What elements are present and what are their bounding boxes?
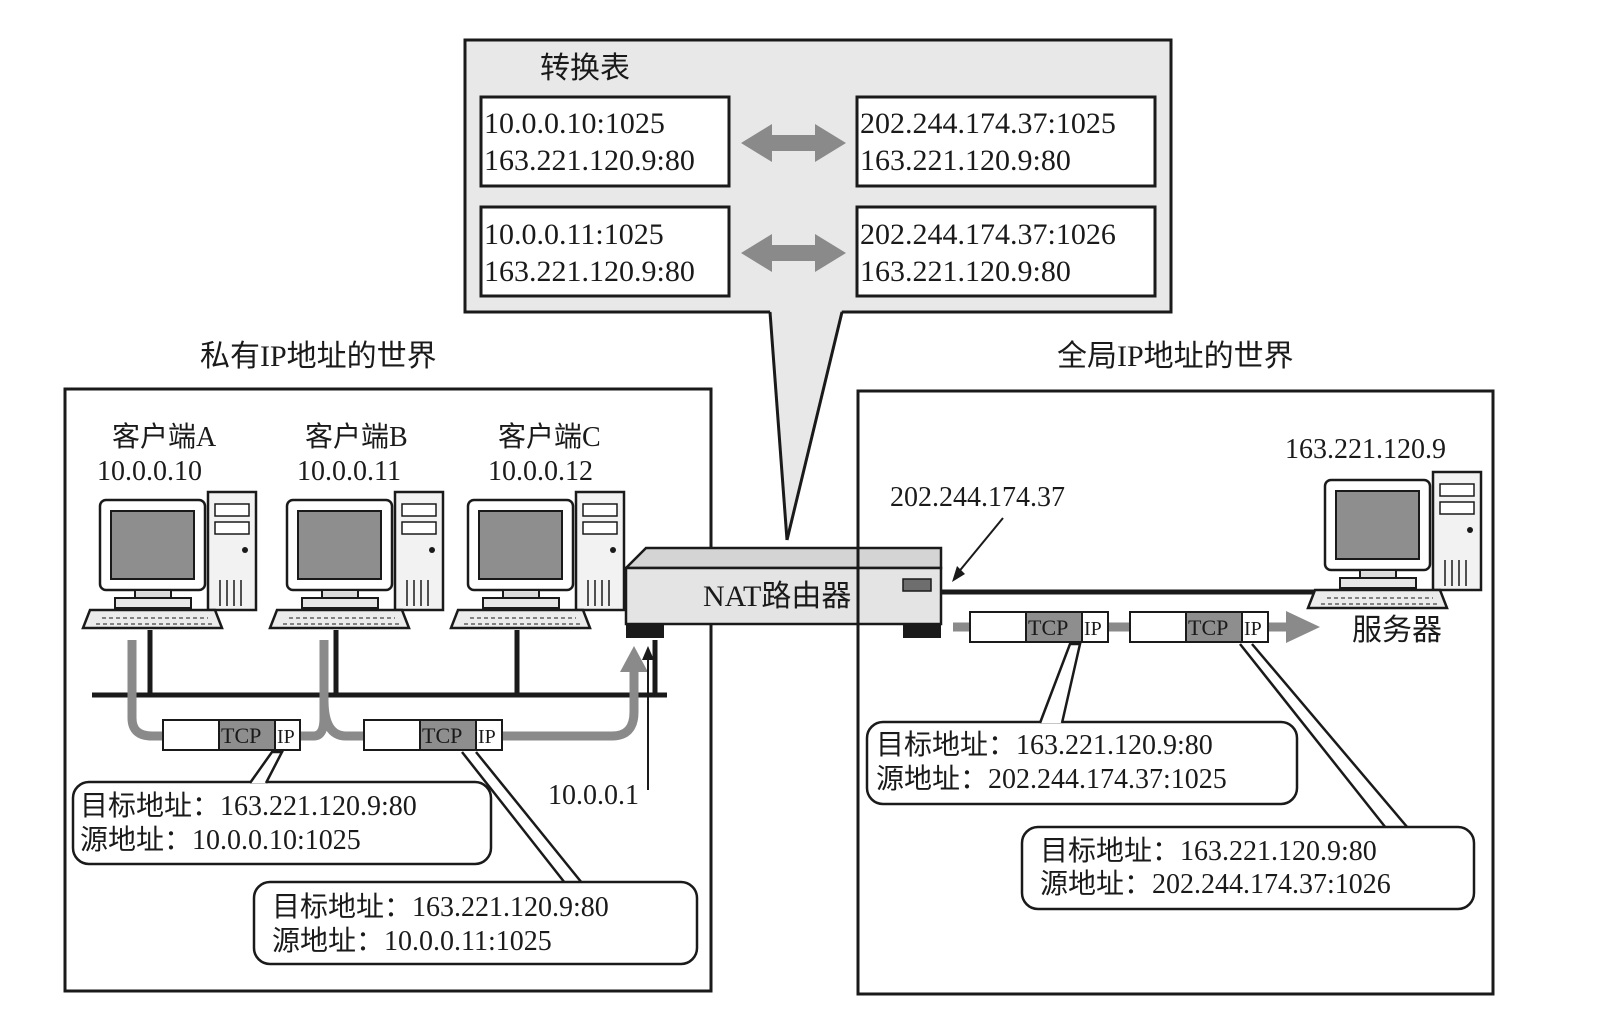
private-destination: 163.221.120.9:80 xyxy=(484,144,695,177)
source-address: 202.244.174.37:1026 xyxy=(1152,869,1391,900)
client-a-name: 客户端A xyxy=(112,421,217,453)
global-address: 202.244.174.37:1025 xyxy=(860,107,1116,140)
packet: TCP IP xyxy=(969,611,1109,643)
svg-text:源地址：10.0.0.10:1025: 源地址：10.0.0.10:1025 xyxy=(80,824,361,856)
svg-text:源地址：202.244.174.37:1026: 源地址：202.244.174.37:1026 xyxy=(1040,868,1391,900)
private-callout-2: 目标地址：163.221.120.9:80 源地址：10.0.0.11:1025 xyxy=(252,751,699,966)
svg-text:源地址：202.244.174.37:1025: 源地址：202.244.174.37:1025 xyxy=(876,763,1227,795)
client-a-computer-icon xyxy=(81,490,258,630)
tcp-header-label: TCP xyxy=(221,723,261,748)
packet: TCP IP xyxy=(1129,611,1269,643)
ip-header-label: IP xyxy=(277,726,295,748)
svg-text:目标地址：163.221.120.9:80: 目标地址：163.221.120.9:80 xyxy=(272,891,609,923)
client-c-ip: 10.0.0.12 xyxy=(488,456,593,487)
global-callout-1: 目标地址：163.221.120.9:80 源地址：202.244.174.37… xyxy=(865,642,1299,806)
tcp-header-label: TCP xyxy=(1028,615,1068,640)
private-world-frame xyxy=(63,387,713,993)
global-destination: 163.221.120.9:80 xyxy=(860,144,1071,177)
client-b-name: 客户端B xyxy=(305,421,408,453)
router-inner-ip: 10.0.0.1 xyxy=(548,780,639,811)
global-world-title: 全局IP地址的世界 xyxy=(1057,340,1294,373)
table-row-2: 10.0.0.11:1025 163.221.120.9:80 202.244.… xyxy=(479,205,1157,298)
source-address: 10.0.0.10:1025 xyxy=(192,825,361,856)
source-label: 源地址： xyxy=(1040,868,1152,900)
server-label: 服务器 xyxy=(1352,614,1442,647)
client-c-computer-icon xyxy=(449,490,626,630)
private-world-title: 私有IP地址的世界 xyxy=(200,340,437,373)
client-b-ip: 10.0.0.11 xyxy=(297,456,401,487)
private-callout-1: 目标地址：163.221.120.9:80 源地址：10.0.0.10:1025 xyxy=(71,750,493,866)
private-destination: 163.221.120.9:80 xyxy=(484,255,695,288)
destination-address: 163.221.120.9:80 xyxy=(1180,836,1377,867)
mapping-arrow-icon xyxy=(741,124,846,162)
destination-label: 目标地址： xyxy=(272,891,412,923)
destination-label: 目标地址： xyxy=(876,729,1016,761)
client-a-ip: 10.0.0.10 xyxy=(97,456,202,487)
packet: TCP IP xyxy=(162,719,301,751)
private-address: 10.0.0.11:1025 xyxy=(484,218,664,251)
destination-label: 目标地址： xyxy=(80,790,220,822)
source-address: 202.244.174.37:1025 xyxy=(988,764,1227,795)
server-ip: 163.221.120.9 xyxy=(1285,434,1446,465)
ip-header-label: IP xyxy=(478,726,496,748)
source-label: 源地址： xyxy=(876,763,988,795)
svg-text:目标地址：163.221.120.9:80: 目标地址：163.221.120.9:80 xyxy=(876,729,1213,761)
svg-text:目标地址：163.221.120.9:80: 目标地址：163.221.120.9:80 xyxy=(1040,835,1377,867)
table-row-1: 10.0.0.10:1025 163.221.120.9:80 202.244.… xyxy=(479,95,1157,188)
ip-header-label: IP xyxy=(1244,618,1262,640)
destination-address: 163.221.120.9:80 xyxy=(220,791,417,822)
svg-text:源地址：10.0.0.11:1025: 源地址：10.0.0.11:1025 xyxy=(272,925,552,957)
destination-address: 163.221.120.9:80 xyxy=(1016,730,1213,761)
source-label: 源地址： xyxy=(272,925,384,957)
client-c-name: 客户端C xyxy=(498,421,601,453)
tcp-header-label: TCP xyxy=(422,723,462,748)
translation-table: 转换表 10.0.0.10:1025 163.221.120.9:80 202.… xyxy=(463,38,1173,541)
mapping-arrow-icon xyxy=(741,234,846,272)
outer-ip-pointer xyxy=(956,517,1004,575)
global-destination: 163.221.120.9:80 xyxy=(860,255,1071,288)
router-outer-ip: 202.244.174.37 xyxy=(890,482,1065,513)
translation-table-title: 转换表 xyxy=(540,52,630,85)
packet-flow-arrow-icon xyxy=(127,640,648,741)
ip-header-label: IP xyxy=(1084,618,1102,640)
packet: TCP IP xyxy=(363,719,503,751)
global-callout-2: 目标地址：163.221.120.9:80 源地址：202.244.174.37… xyxy=(1020,643,1476,911)
source-address: 10.0.0.11:1025 xyxy=(384,926,552,957)
global-world-frame xyxy=(856,389,1495,996)
nat-router-label: NAT路由器 xyxy=(703,580,851,613)
destination-address: 163.221.120.9:80 xyxy=(412,892,609,923)
svg-text:目标地址：163.221.120.9:80: 目标地址：163.221.120.9:80 xyxy=(80,790,417,822)
destination-label: 目标地址： xyxy=(1040,835,1180,867)
source-label: 源地址： xyxy=(80,824,192,856)
tcp-header-label: TCP xyxy=(1188,615,1228,640)
private-address: 10.0.0.10:1025 xyxy=(484,107,665,140)
nat-router-icon xyxy=(622,546,943,638)
client-b-computer-icon xyxy=(268,490,445,630)
server-computer-icon xyxy=(1306,470,1483,610)
global-address: 202.244.174.37:1026 xyxy=(860,218,1116,251)
